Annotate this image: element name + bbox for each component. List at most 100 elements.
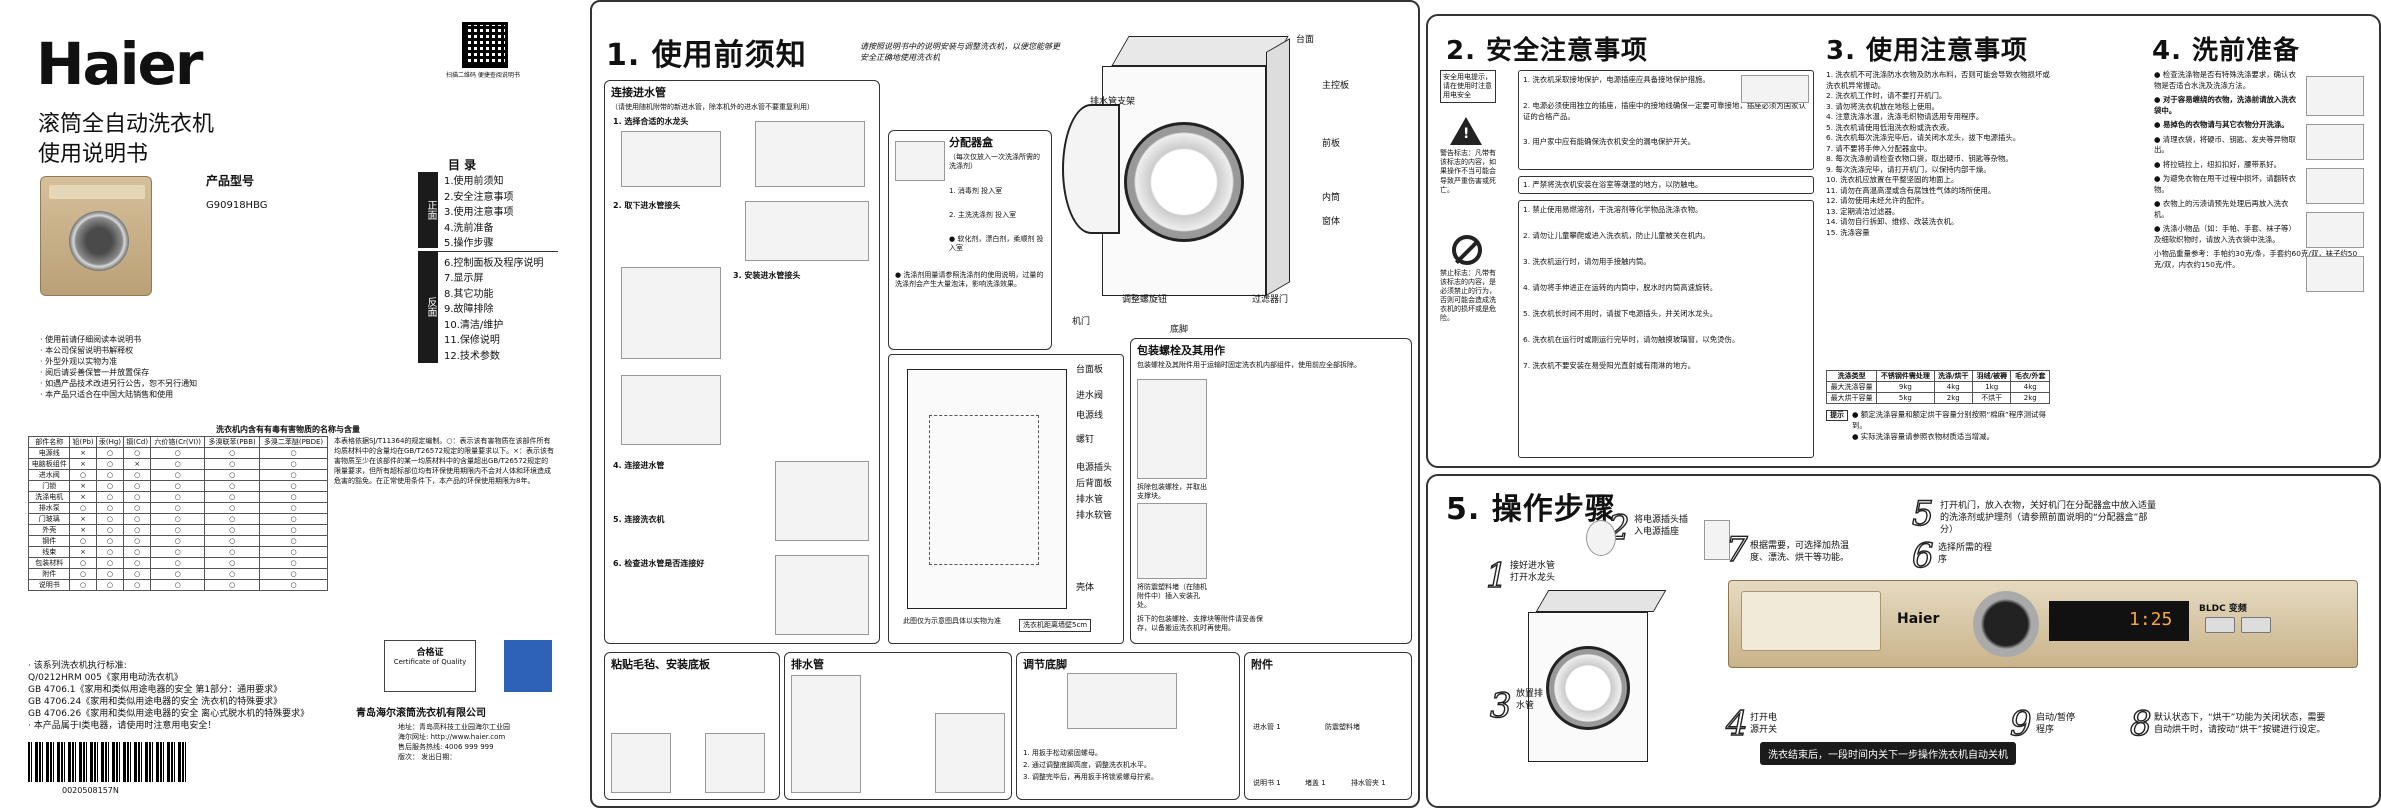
part-label: 进水阀 <box>1076 391 1104 401</box>
diagram-note: 此图仅为示意图具体以实物为准 <box>903 617 1001 625</box>
table-cell: ○ <box>95 447 125 459</box>
section-title: 3. 使用注意事项 <box>1826 36 2029 66</box>
prohibit-box: 1. 禁止使用易燃溶剂，干洗溶剂等化学物品洗涤衣物。 2. 请勿让儿童攀爬或进入… <box>1518 200 1814 458</box>
toc-tab-front: 正面 <box>418 172 438 248</box>
hose-sketch <box>775 461 869 541</box>
toc-item[interactable]: 3.使用注意事项 <box>444 207 514 218</box>
detergent-drawer[interactable] <box>1741 591 1881 651</box>
note-line: · 阅后请妥善保管一并放置保存 <box>40 368 150 377</box>
load-header-cell: 洗涤类型 <box>1825 370 1878 382</box>
part-label: 电源线 <box>1076 411 1104 421</box>
barcode-number: 0020508157N <box>62 786 119 795</box>
power-button[interactable] <box>2205 617 2235 633</box>
model-number: G90918HBG <box>206 200 268 211</box>
box-title: 连接进水管 <box>611 86 666 99</box>
step-label: 4. 连接进水管 <box>613 461 665 470</box>
bolt-note: 拆下的包装螺栓、支撑块等附件请妥善保存，以备搬运洗衣机时再使用。 <box>1137 615 1263 633</box>
toc-item[interactable]: 8.其它功能 <box>444 288 494 300</box>
auto-off-note: 洗衣结束后，一段时间内关下一步操作洗衣机自动关机 <box>1760 742 2016 765</box>
bolt-sketch <box>1137 379 1207 479</box>
table-cell: 电源线 <box>27 447 71 459</box>
warning-label: 警告标志：凡带有该标志的内容，如果操作不当可能会导致严重伤害或死亡。 <box>1440 149 1496 194</box>
usage-item: 11. 请勿在高温高湿或含有腐蚀性气体的场所使用。 <box>1826 185 1996 195</box>
accessories-box: 附件 进水管 1 防震塑料堵 说明书 1 堵盖 1 排水管夹 1 <box>1244 652 1412 800</box>
program-knob[interactable] <box>1973 591 2039 657</box>
prep-item: ● 洗涤小物品（如：手帕、手套、袜子等）及细软织物时，请放入洗衣袋中洗涤。 <box>2154 224 2296 244</box>
toc-item[interactable]: 9.故障排除 <box>444 304 494 315</box>
toc-item[interactable]: 10.清洁/维护 <box>444 319 504 331</box>
service-card <box>504 640 552 692</box>
zipper-sketch <box>2306 256 2364 292</box>
toc-item[interactable]: 6.控制面板及程序说明 <box>444 257 544 269</box>
power-safety-box: 1. 洗衣机采取接地保护，电源插座应具备接地保护措施。 2. 电源必须使用独立的… <box>1518 70 1814 170</box>
table-cell: ○ <box>150 557 206 569</box>
tip-item: ● 实际洗涤容量请参照衣物材质适当增减。 <box>1852 432 1994 441</box>
tag-sketch <box>2306 76 2364 116</box>
step-number: 7 <box>1725 529 1748 570</box>
table-cell: ○ <box>259 458 328 470</box>
washer-photo <box>40 176 152 296</box>
toc-item[interactable]: 2.安全注意事项 <box>444 191 514 203</box>
section-title: 2. 安全注意事项 <box>1446 36 1649 66</box>
step-label: 2. 取下进水管接头 <box>613 201 681 210</box>
part-label: 机门 <box>1072 317 1091 327</box>
table-cell: × <box>69 513 97 525</box>
part-label: 窗体 <box>1322 217 1341 227</box>
table-row: 电源线×○○○○○ <box>27 447 328 459</box>
standard-line: Q/0212HRM 005《家用电动洗衣机》 <box>28 673 183 683</box>
drain-hose-box: 排水管 <box>784 652 1012 800</box>
tip-label: 提示 <box>1826 410 1848 422</box>
table-cell: ○ <box>150 447 206 459</box>
table-cell: 最大洗涤容量 <box>1825 381 1878 393</box>
diagram-note: 洗衣机距离墙壁5cm <box>1019 619 1092 633</box>
table-cell: ○ <box>204 480 261 492</box>
start-pause-button[interactable] <box>2241 617 2271 633</box>
table-cell: × <box>69 524 97 536</box>
hazard-header-cell: 铅(Pb) <box>69 436 97 448</box>
step-text: 将电源插头插 入电源插座 <box>1634 515 1689 537</box>
base-sketch <box>705 733 765 793</box>
hose-sketch <box>775 555 869 635</box>
safety-item: 3. 洗衣机运行时，请勿用手接触内筒。 <box>1523 257 1651 266</box>
table-cell: ○ <box>123 491 152 503</box>
qr-code-icon[interactable] <box>462 22 508 68</box>
accessory-item: 堵盖 1 <box>1305 779 1326 787</box>
table-cell: × <box>69 447 97 459</box>
toc-item[interactable]: 12.技术参数 <box>444 350 500 362</box>
safety-item: 4. 请勿将手伸进正在运转的内筒中，脱水时内筒高速旋转。 <box>1523 283 1718 292</box>
hazard-table: 部件名称铅(Pb)汞(Hg)镉(Cd)六价铬(Cr(VI))多溴联苯(PBB)多… <box>27 436 328 591</box>
box-desc: 包装螺栓及其附件用于运输时固定洗衣机内部组件，使用前应全部拆除。 <box>1137 361 1361 369</box>
plug-sketch <box>1741 75 1809 103</box>
accessory-item: 进水管 1 <box>1253 723 1281 731</box>
table-cell: ○ <box>150 480 206 492</box>
table-row: 门玻璃×○○○○○ <box>27 513 328 525</box>
usage-item: 6. 洗衣机每次洗涤完毕后，请关闭水龙头，拔下电源插头。 <box>1826 133 2021 142</box>
table-cell: ○ <box>259 535 328 547</box>
toc-item[interactable]: 1.使用前须知 <box>444 176 504 187</box>
table-cell: ○ <box>259 579 328 591</box>
accessory-item: 排水管夹 1 <box>1351 779 1386 787</box>
cert-title: 合格证 <box>416 648 444 658</box>
toc-item[interactable]: 11.保修说明 <box>444 335 500 346</box>
toc-item[interactable]: 5.操作步骤 <box>444 238 494 249</box>
box-subtitle: （每次仅放入一次洗涤所需的洗涤剂） <box>949 153 1040 171</box>
table-cell: ○ <box>95 524 125 536</box>
table-cell: ○ <box>123 524 152 536</box>
hazard-header-cell: 部件名称 <box>27 436 71 448</box>
part-label: 底脚 <box>1170 325 1189 335</box>
hazard-header-cell: 汞(Hg) <box>95 436 125 448</box>
table-cell: ○ <box>123 568 152 580</box>
table-cell: 2kg <box>2010 392 2050 404</box>
toc-item[interactable]: 4.洗前准备 <box>444 222 494 234</box>
table-row: 说明书○○○○○○ <box>27 579 328 591</box>
part-label: 过滤器门 <box>1252 295 1289 305</box>
step-text: 选择所需的程序 <box>1938 543 1993 565</box>
step-label: 5. 连接洗衣机 <box>613 515 665 524</box>
humidity-box: 1. 严禁将洗衣机安装在浴室等潮湿的地方，以防触电。 <box>1518 176 1814 194</box>
table-cell: ○ <box>123 546 152 558</box>
table-cell: × <box>69 458 97 470</box>
toc-item[interactable]: 7.显示屏 <box>444 273 484 284</box>
accessory-item: 说明书 1 <box>1253 779 1281 787</box>
standards: · 该系列洗衣机执行标准: Q/0212HRM 005《家用电动洗衣机》 GB … <box>28 660 309 732</box>
